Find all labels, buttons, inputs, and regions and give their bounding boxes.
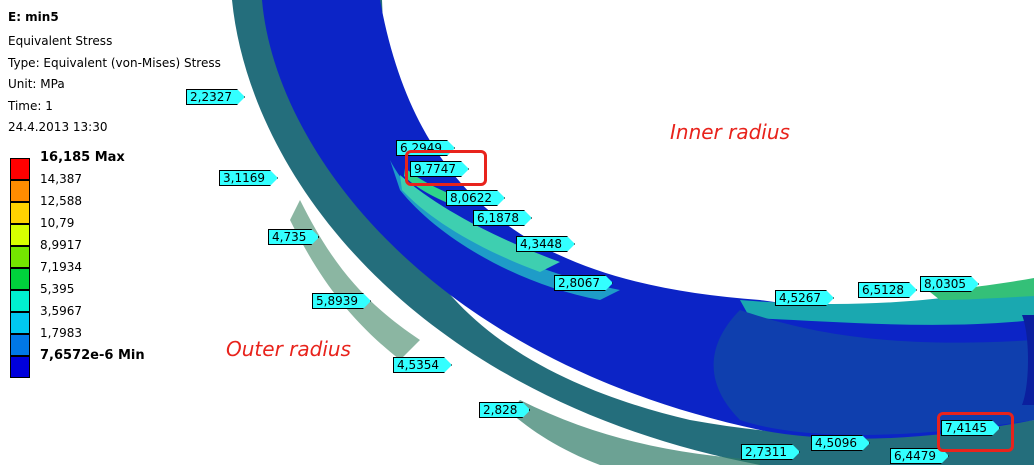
legend-swatch (10, 246, 30, 268)
legend-label: 10,79 (40, 216, 75, 230)
probe-label: 6,4479 (890, 448, 949, 464)
probe-label: 7,4145 (941, 420, 1000, 436)
result-type: Type: Equivalent (von-Mises) Stress (8, 56, 221, 70)
legend-label: 7,6572e-6 Min (40, 348, 145, 363)
mid-blue-patch (713, 310, 1034, 435)
outer-green-strip (290, 200, 420, 360)
result-title: E: min5 (8, 10, 59, 24)
probe-label: 4,5354 (393, 357, 452, 373)
result-unit: Unit: MPa (8, 77, 65, 91)
probe-label: 4,735 (268, 229, 319, 245)
legend-swatch (10, 290, 30, 312)
main-body (262, 0, 1034, 439)
tube-end (1022, 315, 1034, 405)
result-time: Time: 1 (8, 99, 53, 113)
legend-label: 14,387 (40, 172, 82, 186)
legend-label: 16,185 Max (40, 150, 125, 165)
probe-label: 8,0622 (446, 190, 505, 206)
highlight-box-right (937, 412, 1014, 452)
probe-label: 8,0305 (920, 276, 979, 292)
legend-swatch (10, 202, 30, 224)
legend-swatch (10, 268, 30, 290)
highlight-box-inner (405, 150, 487, 186)
legend-label: 8,9917 (40, 238, 82, 252)
probe-label: 4,3448 (516, 236, 575, 252)
legend-swatch (10, 356, 30, 378)
probe-label: 2,7311 (741, 444, 800, 460)
probe-label: 2,8067 (554, 275, 613, 291)
probe-label: 2,828 (479, 402, 530, 418)
inner-radius-label: Inner radius (670, 120, 790, 144)
legend-label: 1,7983 (40, 326, 82, 340)
right-upper-band (740, 282, 1034, 325)
result-date: 24.4.2013 13:30 (8, 120, 108, 134)
outer-lower-strip (510, 400, 760, 465)
legend-swatch (10, 224, 30, 246)
probe-label: 4,5267 (775, 290, 834, 306)
probe-label: 5,8939 (312, 293, 371, 309)
probe-label: 3,1169 (219, 170, 278, 186)
right-green (930, 278, 1034, 300)
legend-label: 3,5967 (40, 304, 82, 318)
probe-label: 6,1878 (473, 210, 532, 226)
legend-label: 5,395 (40, 282, 75, 296)
probe-label: 4,5096 (811, 435, 870, 451)
legend-label: 12,588 (40, 194, 82, 208)
legend-swatch (10, 180, 30, 202)
legend-swatch (10, 334, 30, 356)
probe-label: 2,2327 (186, 89, 245, 105)
legend-swatch (10, 312, 30, 334)
probe-label: 9,7747 (410, 161, 469, 177)
legend-swatch (10, 158, 30, 180)
outer-radius-label: Outer radius (226, 337, 351, 361)
legend-label: 7,1934 (40, 260, 82, 274)
result-name: Equivalent Stress (8, 34, 113, 48)
probe-label: 6,5128 (858, 282, 917, 298)
